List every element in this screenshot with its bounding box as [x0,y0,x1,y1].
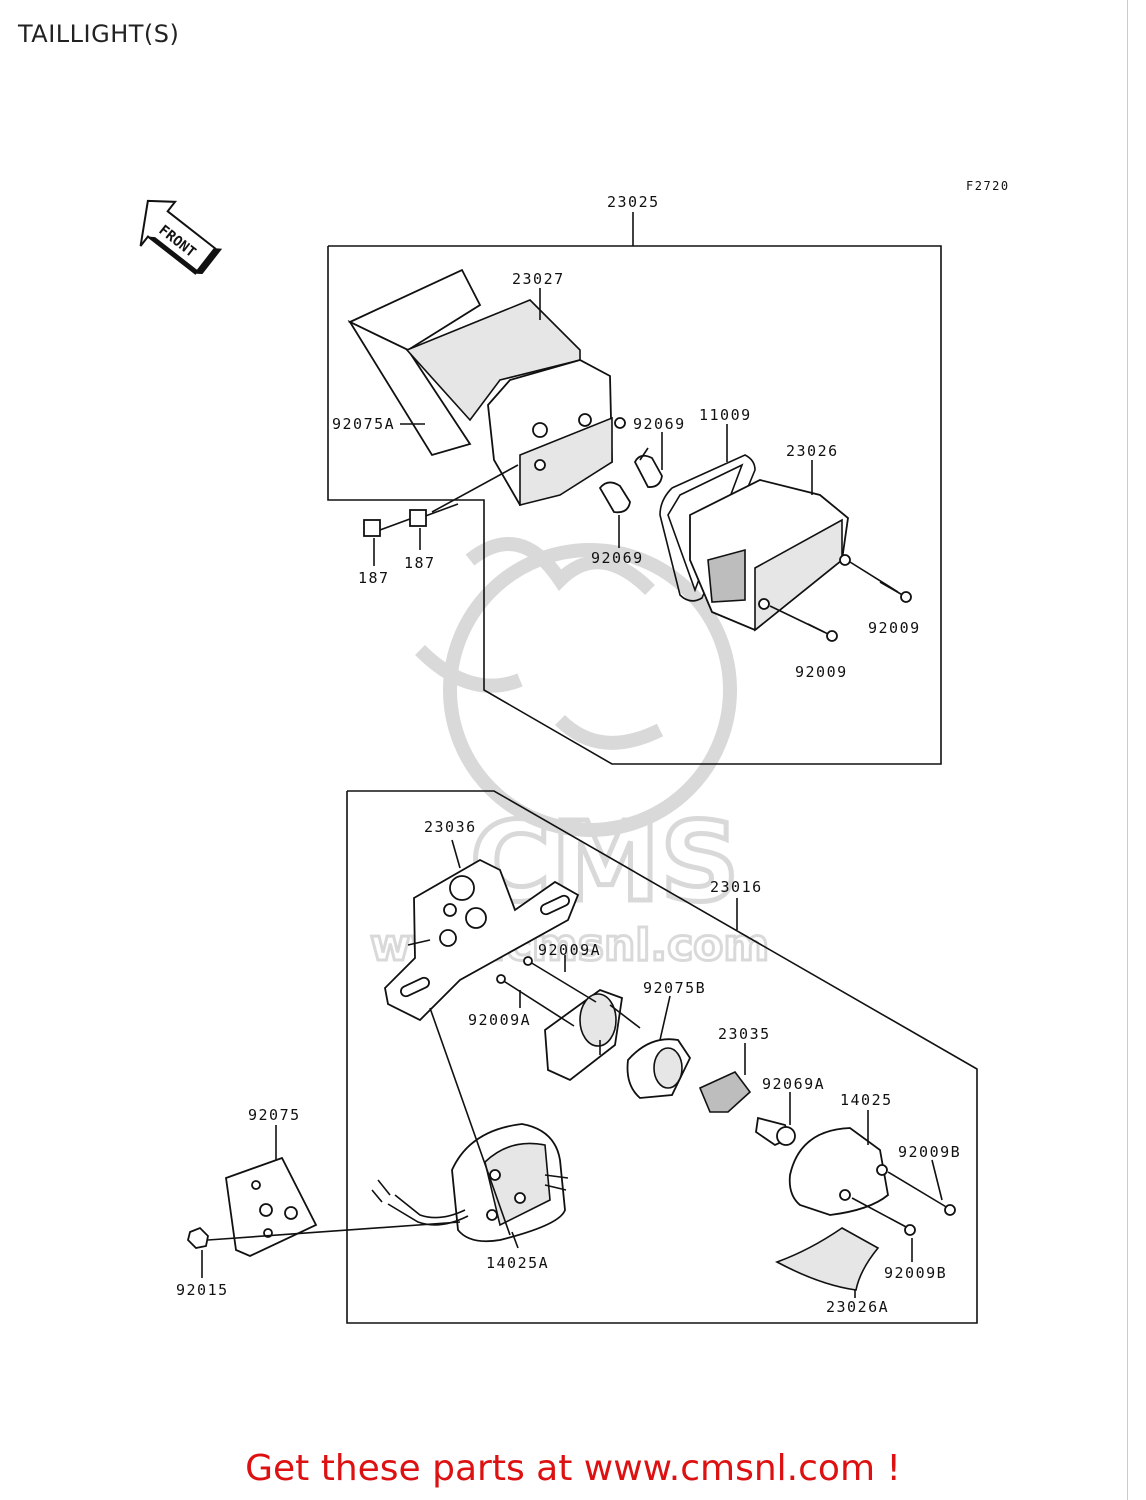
page-edge-rule [1127,0,1128,1500]
bulb-92069-upper [633,447,663,488]
part-label-187-left: 187 [358,569,390,587]
part-label-14025: 14025 [840,1091,893,1109]
bracket-23036 [384,858,580,1022]
clip-23035 [698,1071,752,1113]
screws-187 [363,464,519,537]
part-label-92075B: 92075B [643,979,706,997]
part-label-92069-lower: 92069 [591,549,644,567]
assembly-label-23025: 23025 [607,193,660,211]
socket-23035 [626,1038,692,1099]
part-label-92009A-lower: 92009A [468,1011,531,1029]
plate-92075 [207,1156,461,1257]
part-label-23036: 23036 [424,818,477,836]
part-label-14025A: 14025A [486,1254,549,1272]
gasket-11009 [659,454,756,602]
screws-92009B [851,1171,956,1236]
lower-assembly-frame: 23016 [346,790,978,1324]
bulb-92069A [755,1116,796,1147]
part-label-23027: 23027 [512,270,565,288]
part-label-92075: 92075 [248,1106,301,1124]
part-label-11009: 11009 [699,406,752,424]
screws-92009A [496,956,597,1027]
figure-code: F2720 [966,179,1010,193]
part-label-23026: 23026 [786,442,839,460]
leaders-upper [373,288,813,566]
housing-14025A [371,1123,569,1243]
page-title: TAILLIGHT(S) [18,20,180,48]
holder-92075B [544,988,641,1082]
part-label-92009-right: 92009 [868,619,921,637]
part-label-92009B-lower: 92009B [884,1264,947,1282]
part-label-92009A-upper: 92009A [538,941,601,959]
part-label-92015: 92015 [176,1281,229,1299]
lens-23026 [689,479,851,632]
lens-14025 [788,1127,889,1216]
bulb-92069-lower [598,481,631,514]
reflector-23026A [775,1227,880,1291]
lens-cover-23027 [347,268,626,507]
footer-banner: Get these parts at www.cmsnl.com ! [245,1448,901,1489]
part-label-92075A: 92075A [332,415,395,433]
part-label-92069-upper: 92069 [633,415,686,433]
front-arrow-icon: FRONT [139,199,223,275]
part-label-23035: 23035 [718,1025,771,1043]
part-label-187-right: 187 [404,554,436,572]
upper-assembly-frame: 23025 [327,193,942,765]
part-label-92009-bottom: 92009 [795,663,848,681]
part-label-92009B-upper: 92009B [898,1143,961,1161]
screws-92009-upper [769,561,912,642]
part-label-23026A: 23026A [826,1298,889,1316]
assembly-label-23016: 23016 [710,878,763,896]
nut-92015 [187,1226,209,1249]
part-label-92069A: 92069A [762,1075,825,1093]
leaders-lower [201,839,943,1298]
